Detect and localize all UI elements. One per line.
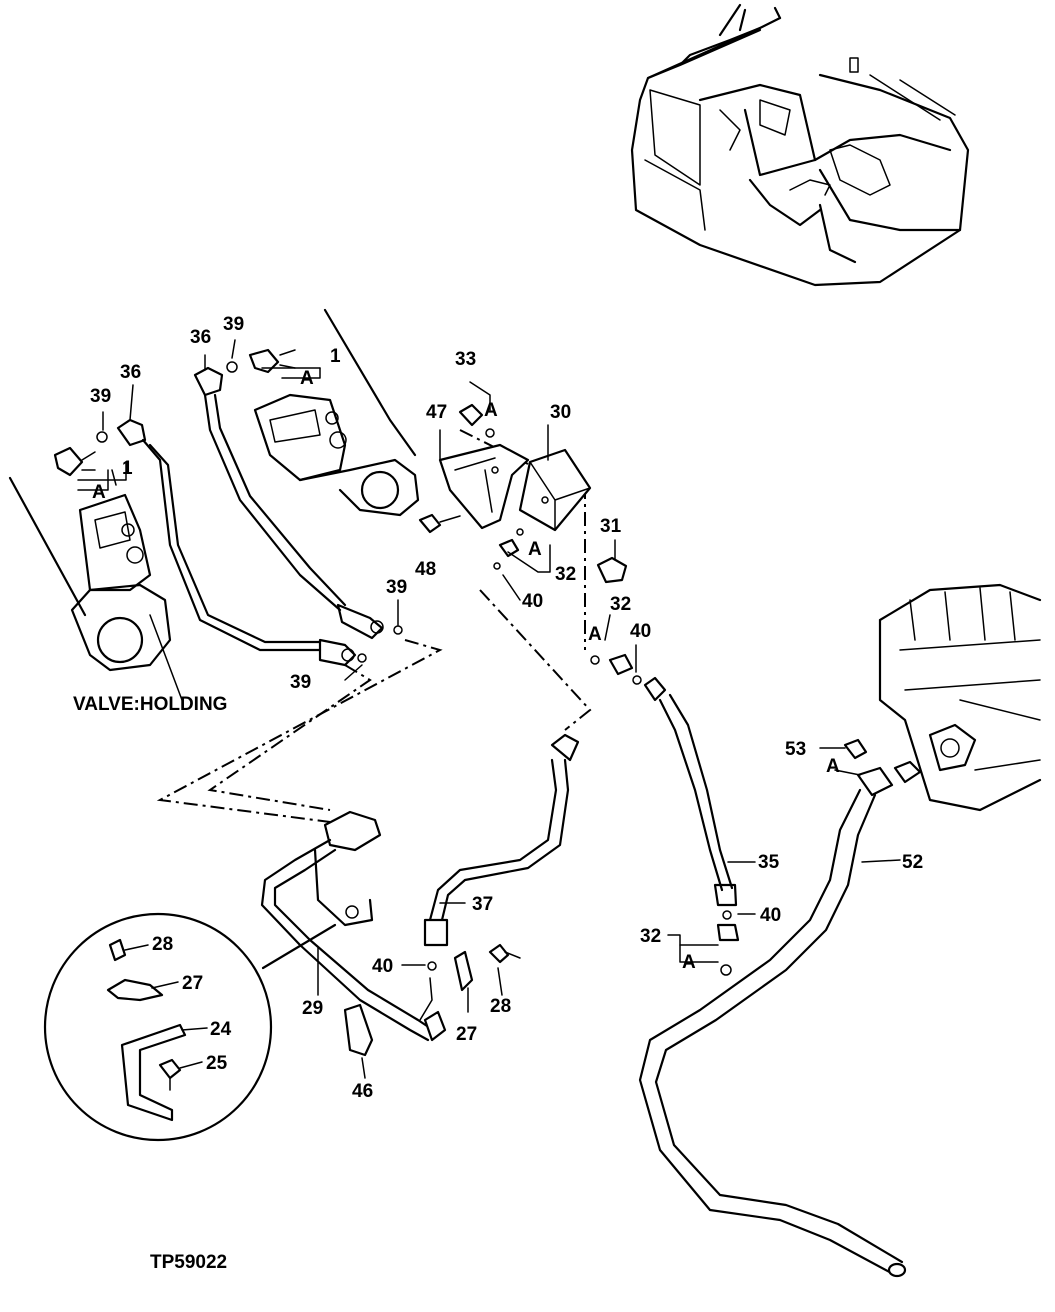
callout-47: 47 [426,402,447,423]
bracket-block-assembly [418,403,642,685]
callout-a: A [588,624,602,645]
callout-a: A [300,368,314,389]
callout-40: 40 [372,956,393,977]
callout-a: A [528,539,542,560]
callout-37: 37 [472,894,493,915]
callout-39: 39 [223,314,244,335]
callout-33: 33 [455,349,476,370]
callout-27: 27 [456,1024,477,1045]
hose-35 [643,676,740,976]
callout-53: 53 [785,739,806,760]
callout-30: 30 [550,402,571,423]
hose-37 [423,733,580,971]
callout-39: 39 [90,386,111,407]
callout-36: 36 [190,327,211,348]
callout-29: 29 [302,998,323,1019]
drawing-id: TP59022 [150,1252,227,1273]
callout-46: 46 [352,1081,373,1102]
callout-1: 1 [330,346,341,367]
callout-32: 32 [555,564,576,585]
callout-32: 32 [640,926,661,947]
callout-40: 40 [760,905,781,926]
callout-a: A [484,400,498,421]
callout-28: 28 [152,934,173,955]
pipe-52 [638,738,922,1278]
callout-48: 48 [415,559,436,580]
callout-35: 35 [758,852,780,873]
callout-39: 39 [290,672,311,693]
callout-27: 27 [182,973,203,994]
callout-1: 1 [122,458,133,479]
callout-52: 52 [902,852,923,873]
callout-31: 31 [600,516,622,537]
callout-32: 32 [610,594,631,615]
callout-labels: 1 1 A A A A A A A 36 36 39 39 39 39 33 4… [73,314,923,1273]
valve-caption: VALVE:HOLDING [73,694,227,715]
callout-a: A [826,756,840,777]
callout-25: 25 [206,1053,228,1074]
callout-24: 24 [210,1019,232,1040]
detail-circle [43,912,337,1142]
callout-28: 28 [490,996,511,1017]
callout-40: 40 [630,621,651,642]
callout-a: A [92,482,106,503]
excavator-cab-inset [630,3,970,287]
holding-valve-left [8,431,183,701]
callout-39: 39 [386,577,407,598]
callout-40: 40 [522,591,543,612]
callout-36: 36 [120,362,141,383]
callout-a: A [682,952,696,973]
hose-36-pair [116,366,403,667]
engine-pump [878,583,1042,812]
pipe-29 [260,810,521,1057]
holding-valve-right [226,308,420,517]
leader-lines [77,339,901,1079]
